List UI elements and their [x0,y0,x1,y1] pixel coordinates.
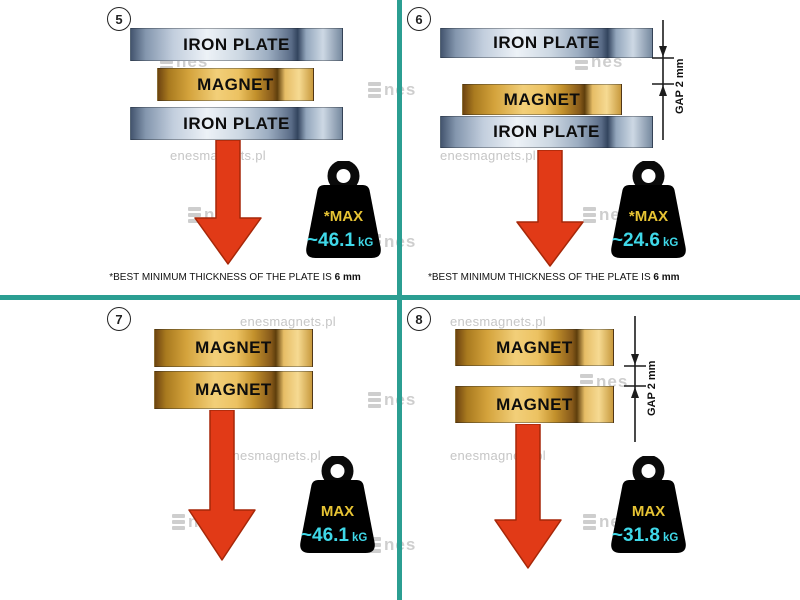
magnet-label: MAGNET [496,337,573,357]
watermark-text: enesmagnets.pl [450,314,546,329]
force-unit: kG [358,237,373,249]
footnote-text: *BEST MINIMUM THICKNESS OF THE PLATE IS [428,272,654,283]
panel-number-badge: 5 [107,7,131,31]
iron-plate-label: IRON PLATE [493,122,600,141]
max-label: *MAX [629,208,668,225]
magnet-label: MAGNET [503,89,581,109]
weight-body-icon [306,185,381,258]
logo-bars-icon [188,205,201,225]
gap-label: GAP 2 mm [674,58,686,114]
magnet-label: MAGNET [195,380,272,399]
force-value: ~46.1 [307,230,356,251]
weight-handle-icon [321,456,354,487]
force-value: ~31.8 [612,525,660,546]
watermark-text: enesmagnets.pl [440,148,536,163]
magnet-bar-bottom: MAGNET [455,386,614,423]
logo-bars-icon [368,390,381,410]
weight-body-icon [611,480,686,553]
force-unit: kG [663,237,678,249]
gap-dimension [652,20,674,140]
panel-number-badge: 7 [107,307,131,331]
iron-plate-top: IRON PLATE [440,28,653,58]
magnet-bar-top: MAGNET [455,329,614,366]
force-value: ~46.1 [301,525,350,546]
max-label: MAX [321,503,354,520]
magnet-label: MAGNET [195,338,272,357]
iron-plate-bottom: IRON PLATE [440,116,653,148]
weight-handle-icon [327,161,360,192]
max-label: *MAX [324,208,363,225]
magnet-bar-bottom: MAGNET [154,371,313,409]
force-unit: kG [352,532,367,544]
footnote: *BEST MINIMUM THICKNESS OF THE PLATE IS … [428,272,680,283]
magnet-bar: MAGNET [462,84,622,115]
iron-plate-label: IRON PLATE [493,33,600,52]
logo-bars-icon [583,512,596,532]
weight-icon: *MAX ~46.1 kG [306,161,381,258]
logo-bars-icon [583,205,596,225]
iron-plate-bottom: IRON PLATE [130,107,343,140]
horizontal-divider [0,295,800,300]
logo-bars-icon [172,512,185,532]
enes-logo: nes [368,80,416,100]
iron-plate-label: IRON PLATE [183,34,290,54]
pull-force-arrow [194,140,262,265]
pull-force-arrow [188,410,256,561]
iron-plate-label: IRON PLATE [183,113,290,133]
weight-icon: MAX ~46.1 kG [300,456,375,553]
magnet-label: MAGNET [496,394,573,414]
weight-icon: *MAX ~24.6 kG [611,161,686,258]
footnote-text: *BEST MINIMUM THICKNESS OF THE PLATE IS [109,272,335,283]
weight-handle-icon [632,161,665,192]
watermark-text: enesmagnets.pl [225,448,321,463]
magnet-bar-top: MAGNET [154,329,313,367]
force-value: ~24.6 [612,230,660,251]
iron-plate-top: IRON PLATE [130,28,343,61]
footnote-bold: 6 mm [653,272,680,283]
watermark-text: enesmagnets.pl [240,314,336,329]
max-label: MAX [632,503,665,520]
force-unit: kG [663,532,678,544]
footnote-bold: 6 mm [334,272,361,283]
gap-dimension [624,316,646,442]
pull-force-arrow [516,150,584,267]
vertical-divider [397,0,402,600]
enes-logo: nes [368,390,416,410]
panel-number-badge: 6 [407,7,431,31]
panel-number-badge: 8 [407,307,431,331]
magnet-label: MAGNET [197,74,274,94]
magnet-bar: MAGNET [157,68,314,101]
weight-handle-icon [632,456,665,487]
weight-icon: MAX ~31.8 kG [611,456,686,553]
footnote: *BEST MINIMUM THICKNESS OF THE PLATE IS … [55,272,415,283]
logo-bars-icon [368,80,381,100]
pull-force-arrow [494,424,562,569]
weight-body-icon [611,185,686,258]
gap-label: GAP 2 mm [646,360,658,416]
weight-body-icon [300,480,375,553]
